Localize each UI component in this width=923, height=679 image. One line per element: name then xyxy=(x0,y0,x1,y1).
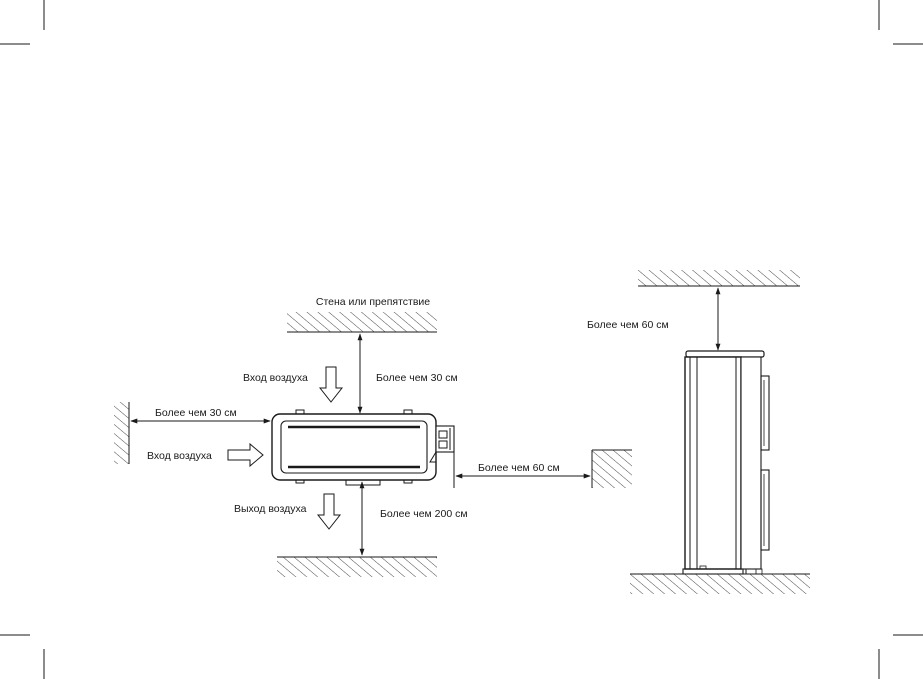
air-outlet-label: Выход воздуха xyxy=(234,503,307,515)
side-ceiling xyxy=(638,270,800,287)
air-inlet-left-label: Вход воздуха xyxy=(147,450,212,462)
clearance-bottom-label: Более чем 200 см xyxy=(380,508,468,520)
air-outlet-arrow-icon xyxy=(316,493,342,530)
left-wall xyxy=(114,402,130,464)
clearance-right-label: Более чем 60 см xyxy=(478,462,560,474)
side-view-clearance-top-label: Более чем 60 см xyxy=(587,319,669,331)
wall-or-obstacle-label: Стена или препятствие xyxy=(316,296,430,308)
air-inlet-left-arrow-icon xyxy=(227,442,264,468)
clearance-top-label: Более чем 30 см xyxy=(376,372,458,384)
indoor-unit-front xyxy=(271,409,455,488)
floor xyxy=(277,556,437,577)
indoor-unit-side xyxy=(682,350,770,575)
air-inlet-top-arrow-icon xyxy=(318,366,344,403)
top-wall xyxy=(287,312,437,333)
side-floor xyxy=(630,573,810,594)
clearance-left-label: Более чем 30 см xyxy=(155,407,237,419)
right-obstacle xyxy=(591,449,632,488)
air-inlet-top-label: Вход воздуха xyxy=(243,372,308,384)
